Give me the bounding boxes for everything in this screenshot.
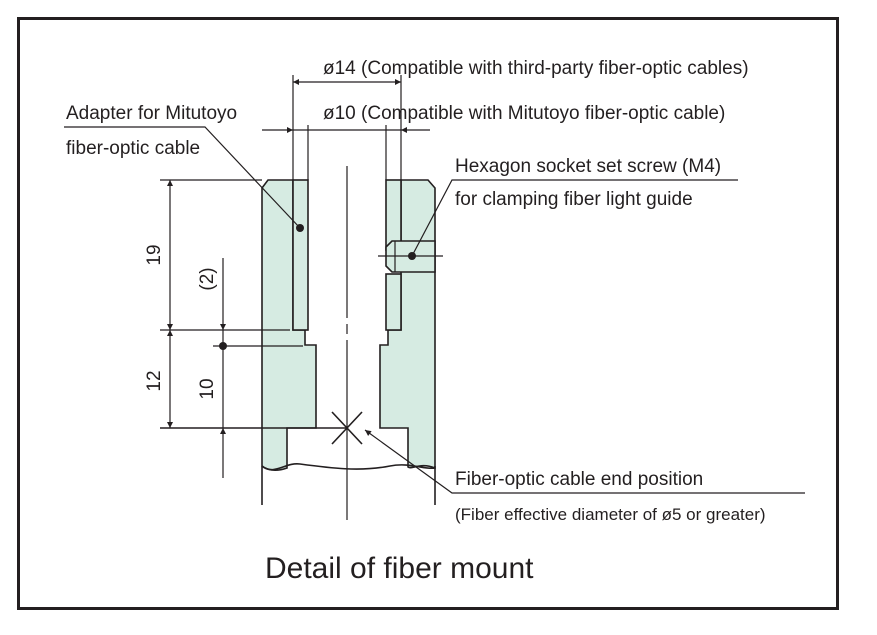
screw-leader [411,179,738,257]
right-adapter-sleeve-lower [385,273,402,331]
dim-19-label: 19 [144,244,165,265]
end-label-line2: (Fiber effective diameter of ø5 or great… [455,505,766,524]
drawing-frame [17,17,839,610]
end-label-line1: Fiber-optic cable end position [455,469,703,490]
drawing-title: Detail of fiber mount [265,552,534,585]
dim-12-label: 12 [144,370,165,391]
right-adapter-sleeve [385,179,402,251]
adapter-leader [64,126,301,229]
adapter-label-line1: Adapter for Mitutoyo [66,103,237,124]
screw-label-line1: Hexagon socket set screw (M4) [455,156,721,177]
dia14-label: ø14 (Compatible with third-party fiber-o… [323,58,749,79]
dim-10-label: 10 [197,378,218,399]
left-adapter-sleeve [292,179,309,331]
dim-2-label: (2) [197,267,218,290]
dia10-label: ø10 (Compatible with Mitutoyo fiber-opti… [323,103,725,124]
adapter-label-line2: fiber-optic cable [66,138,200,159]
end-position-leader [364,429,805,494]
screw-label-line2: for clamping fiber light guide [455,189,693,210]
